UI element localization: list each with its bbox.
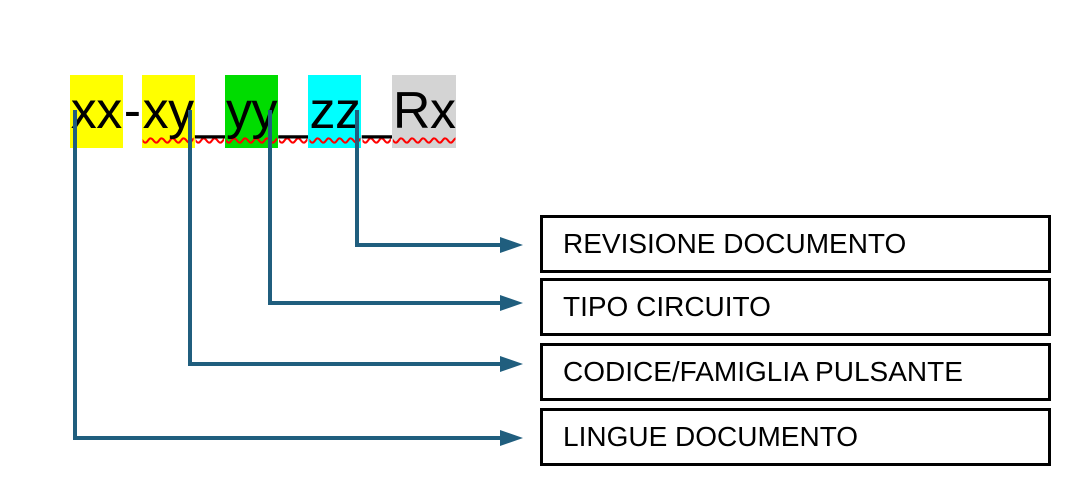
label-box-lingue-documento: LINGUE DOCUMENTO: [540, 408, 1051, 466]
arrow-line-horizontal: [355, 243, 501, 247]
arrow-line-vertical: [268, 110, 272, 305]
code-segment-rx: Rx: [391, 75, 457, 148]
code-separator-1: _: [195, 82, 225, 140]
arrowhead-icon: [500, 430, 523, 446]
arrow-line-horizontal: [73, 436, 501, 440]
arrow-line-vertical: [355, 110, 359, 247]
label-box-tipo-circuito: TIPO CIRCUITO: [540, 278, 1051, 336]
code-segment-zz: zz: [308, 75, 362, 148]
label-text: CODICE/FAMIGLIA PULSANTE: [563, 356, 963, 387]
document-code: xx-xy_yy_zz_Rx: [14, 6, 457, 216]
spellcheck-underlined-text: xy_yy_zz_Rx: [141, 75, 457, 148]
arrow-line-horizontal: [268, 301, 501, 305]
code-segment-xx: xx: [69, 75, 123, 148]
arrow-line-vertical: [188, 110, 192, 366]
label-text: LINGUE DOCUMENTO: [563, 421, 859, 452]
arrow-line-vertical: [73, 110, 77, 440]
code-segment-hyphen: -: [123, 82, 141, 140]
label-text: REVISIONE DOCUMENTO: [563, 228, 907, 259]
arrowhead-icon: [500, 237, 523, 253]
code-separator-2: _: [279, 82, 308, 140]
arrow-line-horizontal: [188, 362, 501, 366]
label-box-codice-famiglia-pulsante: CODICE/FAMIGLIA PULSANTE: [540, 343, 1051, 401]
label-box-revisione-documento: REVISIONE DOCUMENTO: [540, 215, 1051, 273]
code-segment-xy: xy: [141, 75, 195, 148]
arrowhead-icon: [500, 356, 523, 372]
code-separator-3: _: [362, 82, 391, 140]
arrowhead-icon: [500, 295, 523, 311]
label-text: TIPO CIRCUITO: [563, 291, 771, 322]
